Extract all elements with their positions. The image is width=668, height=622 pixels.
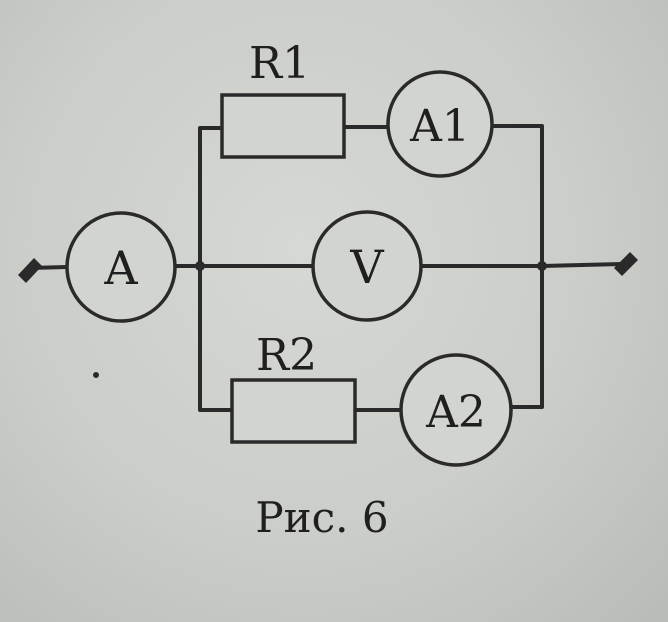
figure-caption: Рис. 6 (255, 493, 388, 542)
left-terminal (18, 258, 42, 283)
ammeter-main (65, 211, 177, 323)
ammeter-a1 (386, 70, 494, 178)
resistor-r2 (230, 378, 357, 444)
resistor-r1 (220, 93, 346, 159)
wire-right-terminal (540, 262, 624, 268)
label-r2: R2 (256, 330, 317, 381)
label-ammeter-main: A (103, 241, 138, 295)
left-bus (198, 126, 234, 412)
label-voltmeter: V (349, 240, 384, 294)
wire-left-terminal (28, 265, 69, 270)
label-ammeter-a2: A2 (425, 387, 486, 438)
label-ammeter-a1: A1 (409, 101, 470, 152)
label-r1: R1 (249, 38, 310, 89)
junction-right (537, 261, 547, 271)
stray-dot (93, 372, 99, 378)
ammeter-a2 (399, 353, 513, 467)
junction-left (195, 261, 205, 271)
voltmeter (311, 210, 423, 322)
right-terminal (614, 252, 638, 276)
